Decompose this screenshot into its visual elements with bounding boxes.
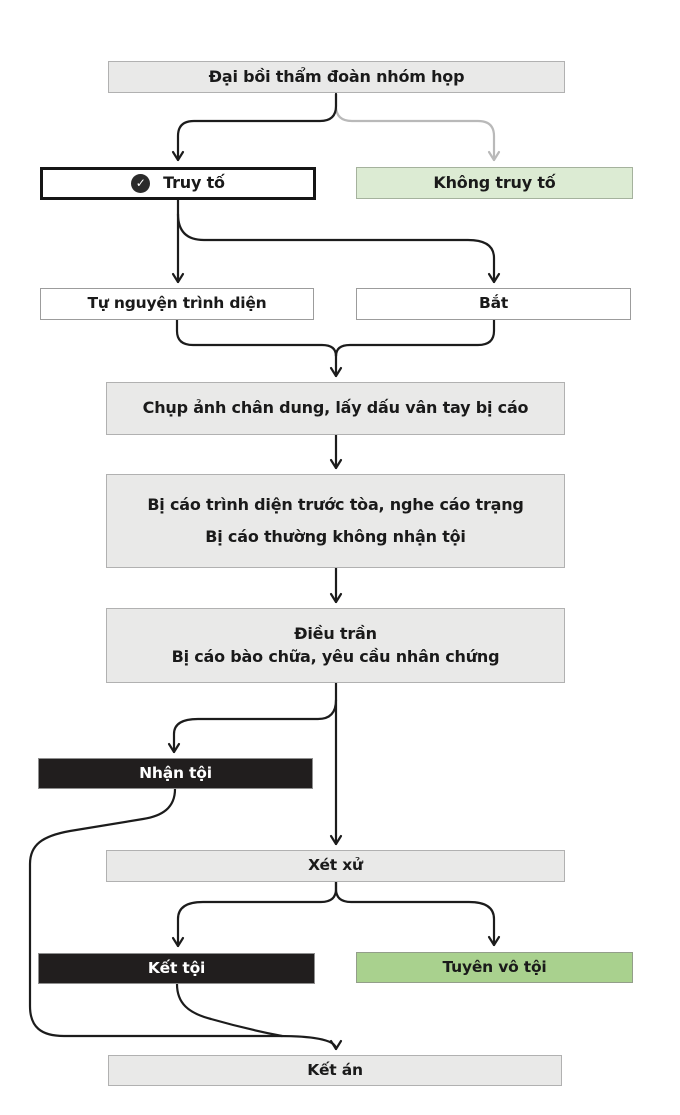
node-acquit: Tuyên vô tội <box>356 952 633 983</box>
edge-pleadguilty-sentencing <box>28 787 343 1051</box>
node-indict: ✓ Truy tố <box>40 167 316 200</box>
node-plead-guilty: Nhận tội <box>38 758 313 789</box>
node-surrender-label: Tự nguyện trình diện <box>87 294 267 313</box>
node-trial: Xét xử <box>106 850 565 882</box>
edge-indict-arrest <box>176 212 501 284</box>
node-arrest: Bắt <box>356 288 631 320</box>
node-sentencing-label: Kết án <box>307 1060 363 1079</box>
edge-grandjury-indict <box>171 92 338 162</box>
node-convict-label: Kết tội <box>147 958 206 977</box>
edge-surrender-merge <box>175 318 338 358</box>
edge-grandjury-noindict <box>334 92 501 162</box>
node-booking-label: Chụp ảnh chân dung, lấy dấu vân tay bị c… <box>142 398 529 418</box>
node-trial-label: Xét xử <box>308 856 363 875</box>
node-arrest-label: Bắt <box>478 294 509 313</box>
node-arraignment-line2: Bị cáo thường không nhận tội <box>205 526 466 546</box>
node-no-indict-label: Không truy tố <box>433 172 556 192</box>
check-circle-icon: ✓ <box>131 174 151 193</box>
node-indict-label: Truy tố <box>163 173 225 193</box>
edge-convict-sentencing <box>175 982 284 1038</box>
node-acquit-label: Tuyên vô tội <box>442 957 547 976</box>
node-booking: Chụp ảnh chân dung, lấy dấu vân tay bị c… <box>106 382 565 435</box>
node-no-indict: Không truy tố <box>356 167 633 199</box>
edge-hearing-pleadguilty <box>167 698 338 754</box>
node-grand-jury: Đại bồi thẩm đoàn nhóm họp <box>108 61 565 93</box>
edge-trial-acquit <box>334 880 501 947</box>
node-plead-guilty-label: Nhận tội <box>139 763 212 782</box>
node-arraignment: Bị cáo trình diện trước tòa, nghe cáo tr… <box>106 474 565 568</box>
node-hearing-line1: Điều trần <box>294 623 377 643</box>
node-surrender: Tự nguyện trình diện <box>40 288 314 320</box>
node-convict: Kết tội <box>38 953 315 984</box>
node-grand-jury-label: Đại bồi thẩm đoàn nhóm họp <box>208 66 465 86</box>
node-arraignment-line1: Bị cáo trình diện trước tòa, nghe cáo tr… <box>147 495 524 515</box>
node-hearing: Điều trần Bị cáo bào chữa, yêu cầu nhân … <box>106 608 565 683</box>
node-hearing-line2: Bị cáo bào chữa, yêu cầu nhân chứng <box>171 647 500 666</box>
edge-arrest-merge <box>334 318 496 358</box>
node-sentencing: Kết án <box>108 1055 562 1086</box>
edge-trial-convict <box>171 880 338 948</box>
